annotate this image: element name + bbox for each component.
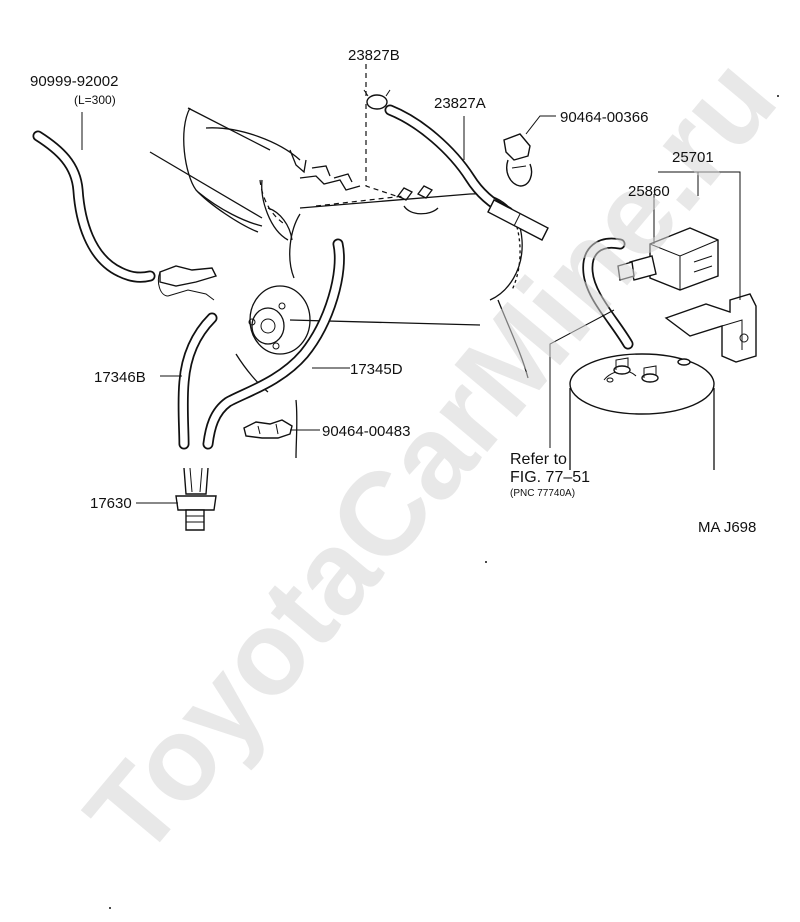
- hose-end-clip-shape: [157, 265, 217, 301]
- clip-90464-00366-shape: [503, 133, 533, 187]
- label-90999-92002-length: (L=300): [74, 93, 116, 107]
- label-90464-00366[interactable]: 90464-00366: [560, 109, 648, 126]
- leader-lines: [81, 64, 741, 504]
- label-23827A[interactable]: 23827A: [434, 95, 486, 112]
- engine-illustration: [149, 107, 529, 459]
- hose-23827A-shape: [384, 104, 549, 241]
- clip-90464-00483-shape: [243, 419, 293, 439]
- label-17345D[interactable]: 17345D: [350, 361, 403, 378]
- label-23827B[interactable]: 23827B: [348, 47, 400, 64]
- hose-90999-92002-shape: [32, 130, 156, 283]
- hose-17345D-shape: [202, 238, 345, 450]
- valve-17630-shape: [175, 467, 217, 531]
- vsv-25860-shape: [617, 227, 719, 291]
- reference-line-2[interactable]: FIG. 77–51: [510, 469, 590, 486]
- hose-17346B-shape: [177, 312, 218, 450]
- reference-line-3: (PNC 77740A): [510, 488, 575, 499]
- label-25860[interactable]: 25860: [628, 183, 670, 200]
- label-17346B[interactable]: 17346B: [94, 369, 146, 386]
- part-labels: 90999-92002 (L=300) 23827B 23827A 90464-…: [30, 47, 756, 536]
- diagram-code: MA J698: [698, 519, 756, 536]
- reference-line-1: Refer to: [510, 451, 567, 468]
- canister-shape: [569, 353, 715, 470]
- clamp-23827B-shape: [363, 89, 391, 110]
- scan-specks: [109, 95, 779, 909]
- hose-to-canister-shape: [582, 237, 634, 350]
- bracket-25701-shape: [664, 293, 757, 363]
- label-25701[interactable]: 25701: [672, 149, 714, 166]
- label-17630[interactable]: 17630: [90, 495, 132, 512]
- label-90999-92002[interactable]: 90999-92002: [30, 73, 118, 90]
- label-90464-00483[interactable]: 90464-00483: [322, 423, 410, 440]
